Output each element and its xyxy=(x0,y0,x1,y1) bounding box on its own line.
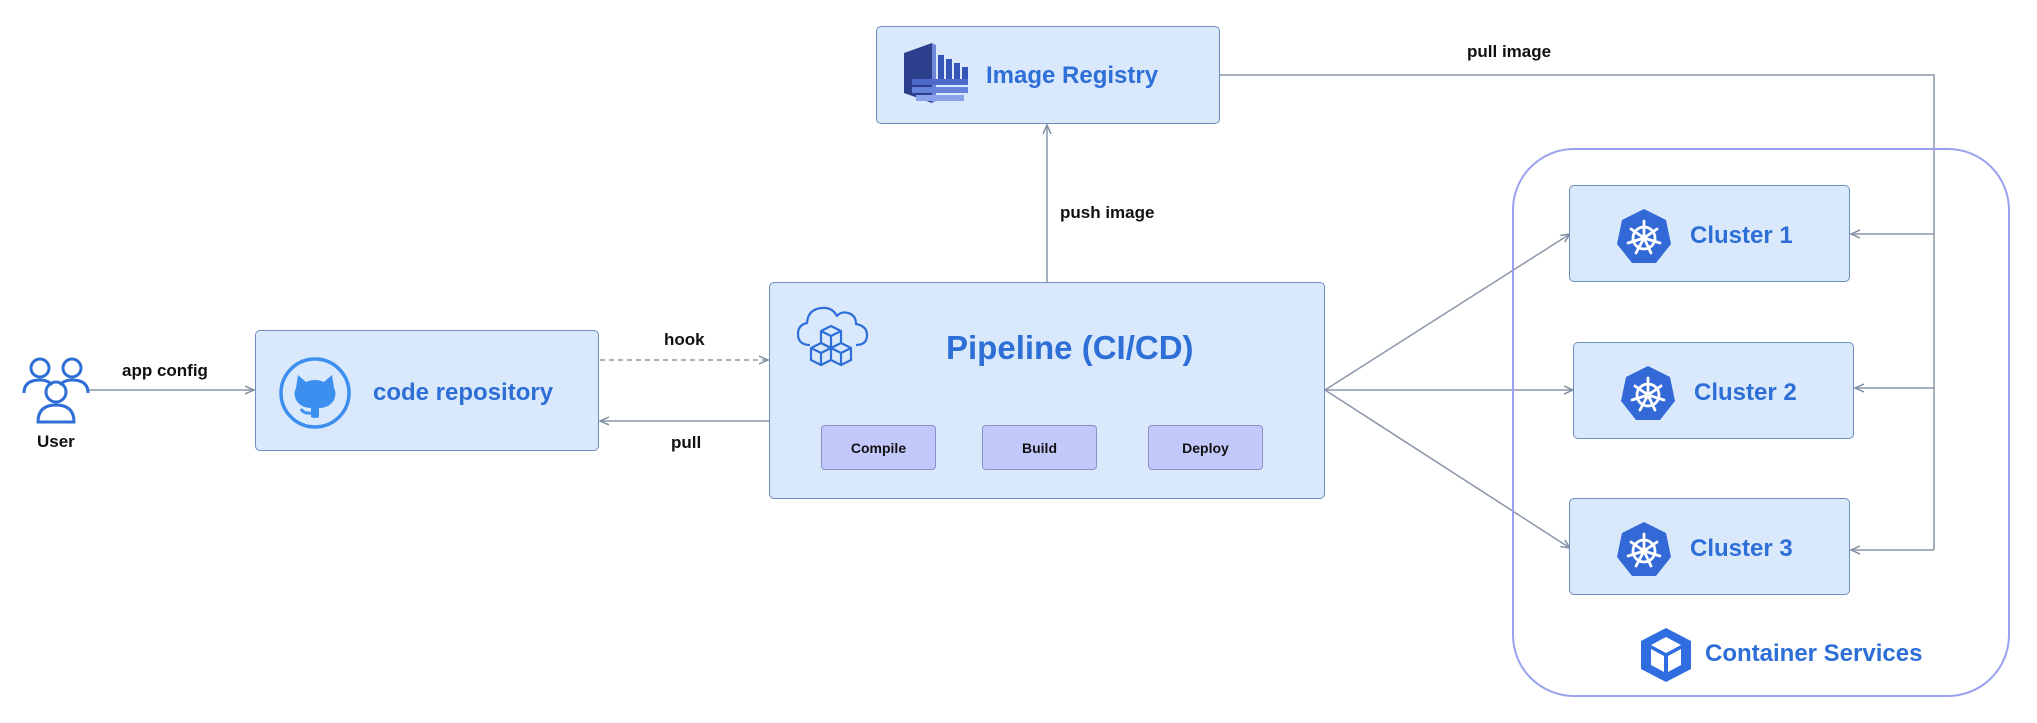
edge-to-cluster-1 xyxy=(1324,234,1570,391)
cluster-3-node[interactable]: Cluster 3 xyxy=(1569,498,1850,595)
kubernetes-icon xyxy=(1617,522,1671,576)
hook-label: hook xyxy=(664,330,705,349)
cluster-1-title: Cluster 1 xyxy=(1690,222,1793,249)
pull-image-label: pull image xyxy=(1467,42,1552,61)
container-services-group xyxy=(1512,148,2010,697)
edge-to-cluster-3 xyxy=(1324,389,1570,548)
edge-pull-image-trunk xyxy=(1218,74,1935,550)
stage-build[interactable]: Build xyxy=(982,425,1097,470)
user-label: User xyxy=(37,432,75,451)
kubernetes-icon xyxy=(1617,209,1671,263)
image-registry-node[interactable]: Image Registry xyxy=(876,26,1220,124)
stage-compile[interactable]: Compile xyxy=(821,425,936,470)
container-icon xyxy=(1641,628,1691,682)
cluster-3-title: Cluster 3 xyxy=(1690,535,1793,562)
stage-deploy[interactable]: Deploy xyxy=(1148,425,1263,470)
user-icon xyxy=(22,357,90,424)
kubernetes-icon xyxy=(1621,366,1675,420)
push-image-label: push image xyxy=(1060,203,1155,222)
pipeline-node[interactable]: Pipeline (CI/CD) Compile Build Deploy xyxy=(769,282,1325,499)
container-services-title: Container Services xyxy=(1705,640,1923,667)
app-config-label: app config xyxy=(122,361,208,380)
pull-label: pull xyxy=(671,433,702,452)
cluster-2-node[interactable]: Cluster 2 xyxy=(1573,342,1854,439)
image-registry-title: Image Registry xyxy=(986,62,1159,89)
cloud-cubes-icon xyxy=(796,306,869,367)
cluster-2-title: Cluster 2 xyxy=(1694,379,1797,406)
registry-icon xyxy=(904,43,968,103)
github-icon xyxy=(279,357,351,429)
cluster-1-node[interactable]: Cluster 1 xyxy=(1569,185,1850,282)
pipeline-title: Pipeline (CI/CD) xyxy=(946,329,1194,366)
code-repository-node[interactable]: code repository xyxy=(255,330,599,451)
code-repository-title: code repository xyxy=(373,379,554,406)
